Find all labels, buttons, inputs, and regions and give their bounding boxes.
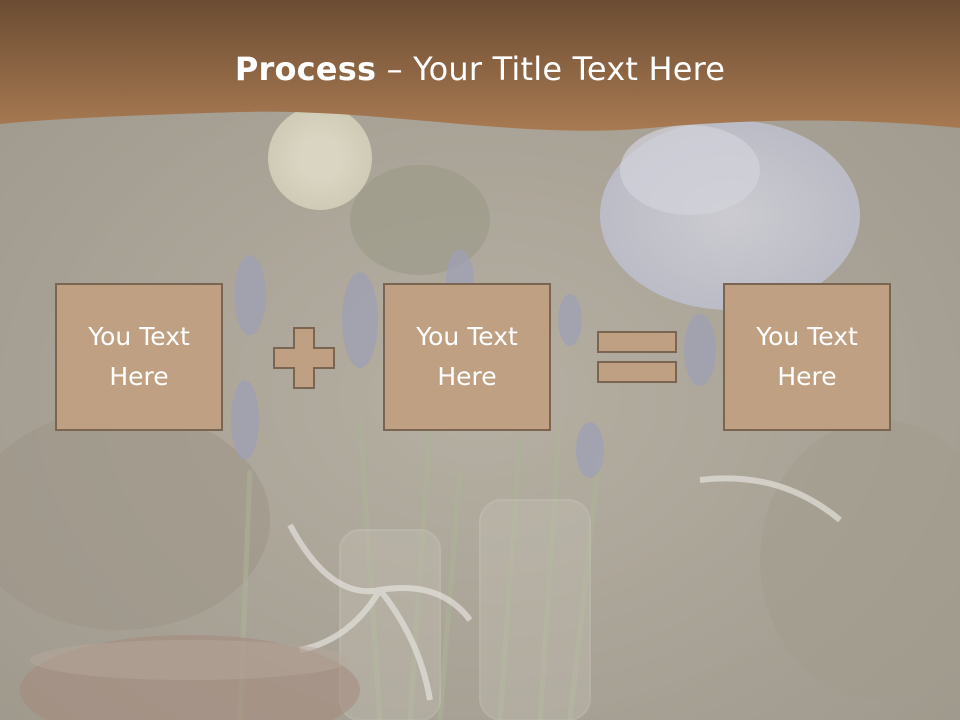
text-box-3-line2: Here [777, 362, 837, 391]
title-bold: Process [234, 50, 377, 88]
text-box-3[interactable]: You Text Here [723, 283, 891, 431]
equals-icon [597, 331, 677, 389]
text-box-2-line1: You Text [416, 322, 518, 351]
plus-icon [273, 327, 335, 393]
page-title: Process – Your Title Text Here [0, 50, 960, 88]
title-rest: – Your Title Text Here [376, 50, 726, 88]
text-box-2[interactable]: You Text Here [383, 283, 551, 431]
text-box-1[interactable]: You Text Here [55, 283, 223, 431]
text-box-2-line2: Here [437, 362, 497, 391]
text-box-1-line2: Here [109, 362, 169, 391]
text-box-3-line1: You Text [756, 322, 858, 351]
header-band [0, 0, 960, 160]
text-box-1-line1: You Text [88, 322, 190, 351]
